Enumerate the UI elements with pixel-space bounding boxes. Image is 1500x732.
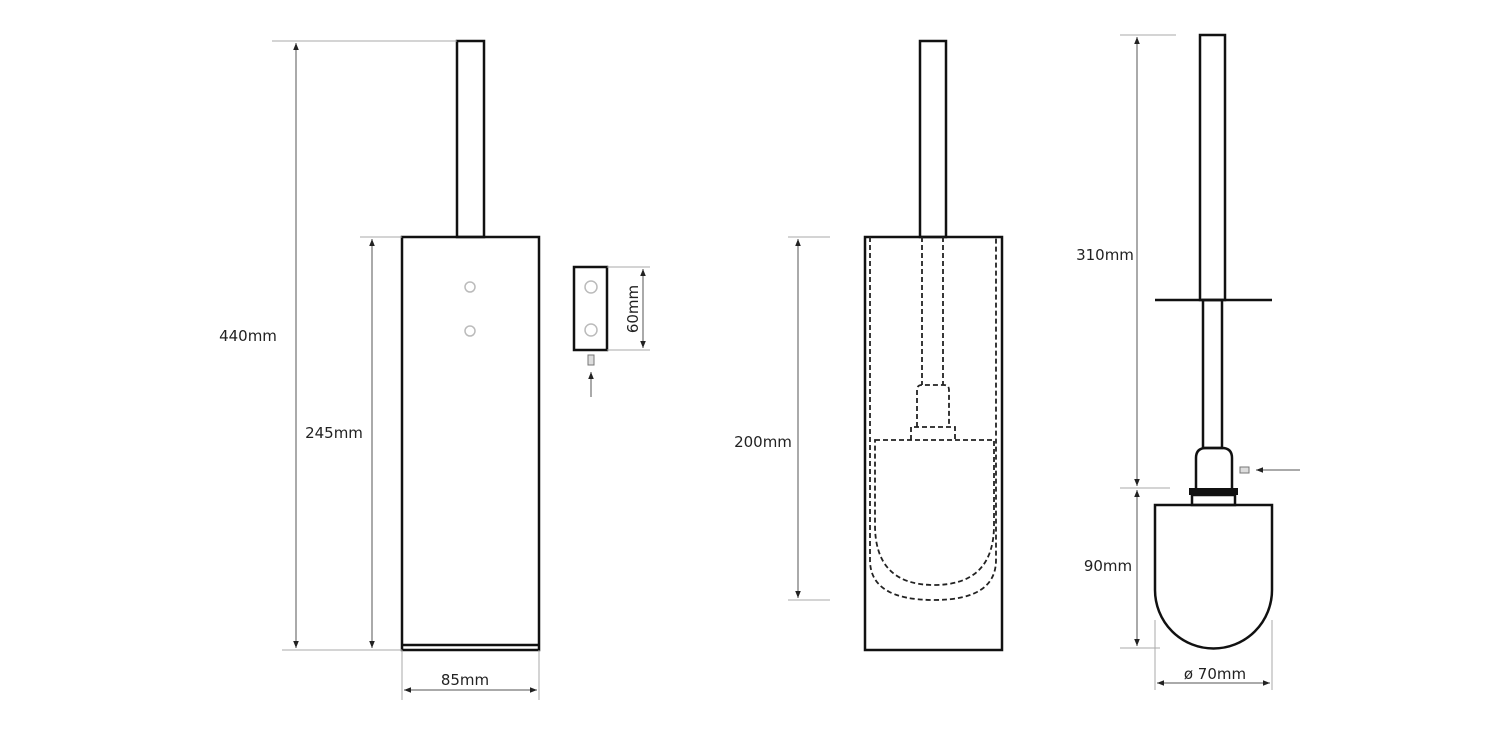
screw-icon — [587, 354, 595, 366]
dim-label-inner-depth: 200mm — [734, 433, 792, 451]
dim-label-brush-diameter: ø 70mm — [1184, 665, 1246, 683]
mount-hole — [464, 325, 476, 337]
dim-label-brush-height: 90mm — [1084, 557, 1132, 575]
section-view: 200mm — [734, 39, 1004, 652]
dim-label-handle-length: 310mm — [1076, 246, 1134, 264]
dim-label-holder-height: 245mm — [305, 424, 363, 442]
mount-hole — [584, 280, 598, 294]
holder-body — [400, 235, 541, 652]
screw-icon — [1239, 466, 1250, 474]
wall-bracket: 60mm — [572, 265, 650, 397]
handle-rod — [455, 39, 486, 239]
dim-label-bracket-height: 60mm — [624, 285, 642, 333]
dim-label-total-height: 440mm — [219, 327, 277, 345]
dim-label-holder-width: 85mm — [441, 671, 489, 689]
front-view: 440mm 245mm 85mm — [219, 39, 541, 700]
mount-hole — [584, 323, 598, 337]
mount-hole — [464, 281, 476, 293]
brush-view: 310mm 90mm ø 70mm — [1076, 33, 1300, 690]
